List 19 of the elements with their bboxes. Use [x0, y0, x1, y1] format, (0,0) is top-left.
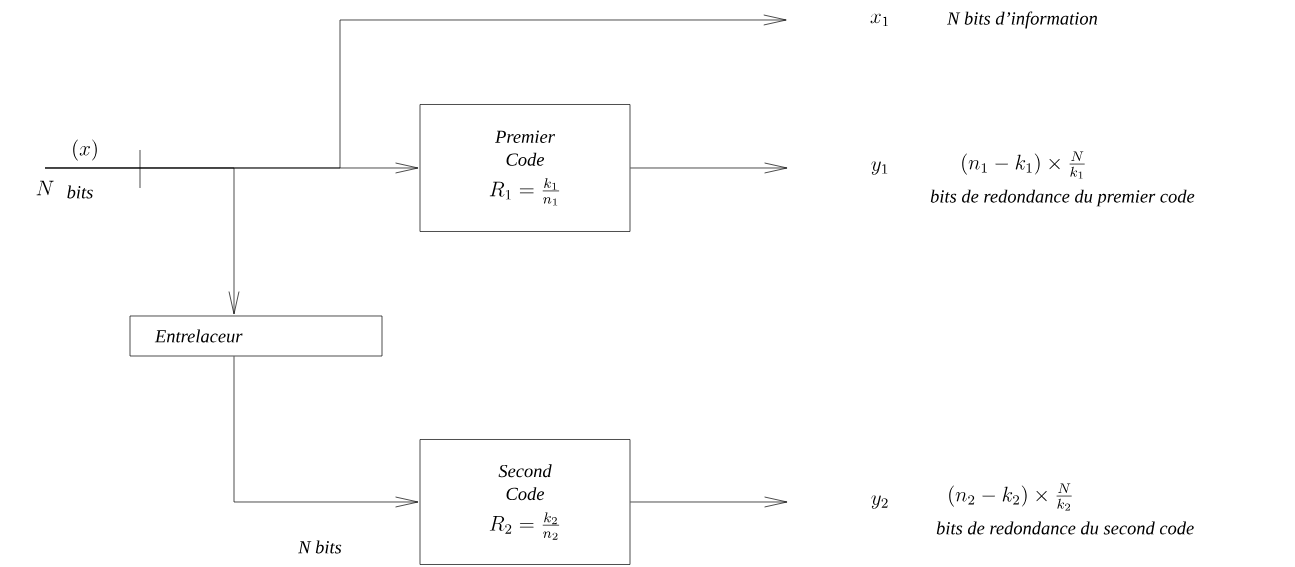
arrow	[233, 356, 419, 508]
input-label: $(x)$	[73, 139, 97, 161]
input-label: N bits	[298, 540, 342, 554]
code-box: Premier Code $R_1 = \frac{k_1}{n_1}$	[419, 104, 631, 232]
input-label: $N$	[36, 180, 54, 196]
output-formula: $(n_2 - k_2) \times \frac{N}{k_2}$	[949, 483, 1072, 511]
output-symbol: $x_1$	[870, 13, 888, 27]
output-symbol: $y_1$	[871, 161, 888, 175]
code-box: Second Code $R_2 = \frac{k_2}{n_2}$	[419, 439, 631, 565]
output-description: N bits d’information	[947, 11, 1098, 29]
input-label: bits	[67, 185, 93, 199]
output-description: bits de redondance du premier code	[930, 189, 1195, 207]
arrow	[630, 496, 788, 508]
arrow	[630, 162, 788, 174]
output-symbol: $y_2$	[871, 495, 888, 509]
output-description: bits de redondance du second code	[936, 521, 1194, 535]
arrow	[44, 167, 240, 315]
output-formula: $(n_1 - k_1) \times \frac{N}{k_1}$	[962, 151, 1085, 179]
interleaver-box: Entrelaceur	[129, 315, 383, 357]
